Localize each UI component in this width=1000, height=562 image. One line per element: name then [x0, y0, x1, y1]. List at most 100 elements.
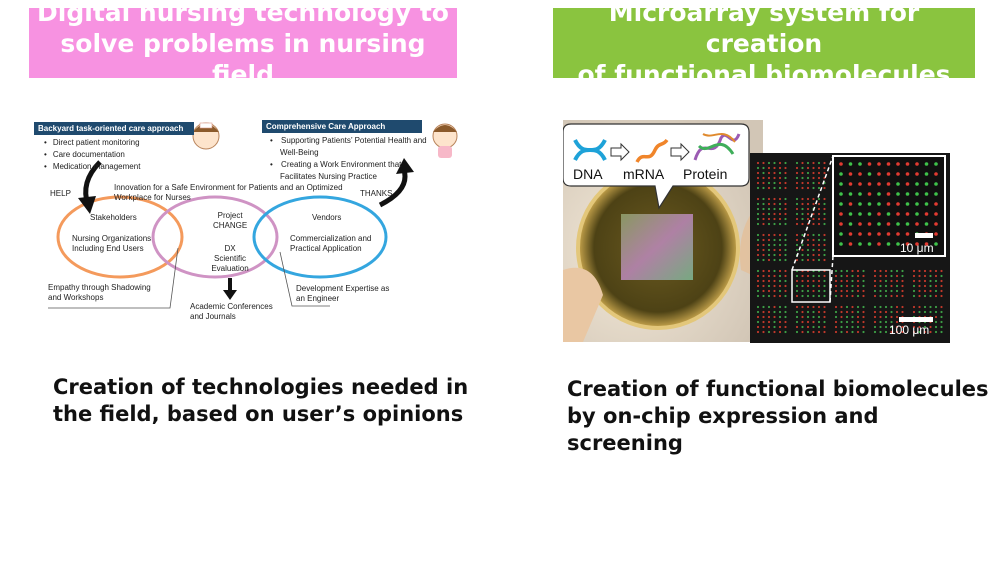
array-spot [756, 202, 760, 206]
array-spot [823, 171, 826, 175]
array-spot [929, 294, 932, 298]
array-spot [890, 310, 893, 314]
array-spot [901, 279, 904, 283]
array-spot [784, 279, 787, 283]
selection-box [791, 269, 831, 303]
array-spot [773, 202, 776, 206]
array-spot [817, 181, 821, 185]
vendors-label: Vendors [312, 213, 342, 222]
array-spot [873, 310, 877, 314]
array-spot [762, 238, 765, 242]
array-spot [762, 269, 765, 273]
array-spot [912, 294, 916, 298]
array-spot [778, 320, 782, 324]
array-spot [784, 305, 787, 309]
array-spot [817, 243, 821, 247]
array-spot [817, 166, 821, 170]
array-spot [801, 233, 804, 237]
development-line-1: Development Expertise as [296, 284, 390, 293]
array-spot [918, 269, 921, 273]
array-spot [756, 176, 760, 180]
array-spot [934, 284, 938, 288]
array-spot [812, 181, 815, 185]
zoom-spot [905, 182, 910, 186]
array-spot [762, 197, 765, 201]
array-spot [801, 315, 804, 319]
array-spot [851, 310, 854, 314]
array-spot [929, 274, 932, 278]
array-spot [934, 279, 938, 283]
array-spot [806, 217, 810, 221]
array-spot [901, 269, 904, 273]
array-spot [823, 186, 826, 190]
zoom-spot [924, 222, 929, 226]
array-spot [845, 310, 849, 314]
zoom-spot [867, 232, 872, 236]
array-spot [784, 161, 787, 165]
project-line-2: CHANGE [213, 221, 248, 230]
zoom-spot [839, 232, 843, 236]
array-spot [784, 294, 787, 298]
array-spot [762, 166, 765, 170]
array-spot [806, 274, 810, 278]
array-spot [918, 279, 921, 283]
array-spot [801, 320, 804, 324]
array-spot [778, 315, 782, 319]
array-spot [901, 274, 904, 278]
array-spot [845, 284, 849, 288]
zoom-spot [905, 242, 910, 246]
array-spot [762, 289, 765, 293]
array-spot [862, 310, 865, 314]
array-spot [823, 274, 826, 278]
array-spot [879, 315, 882, 319]
array-spot [845, 294, 849, 298]
array-spot [801, 222, 804, 226]
array-spot [845, 269, 849, 273]
array-spot [795, 202, 799, 206]
scale-bar-small [915, 233, 933, 238]
zoom-spot [867, 182, 872, 186]
array-spot [812, 315, 815, 319]
array-spot [934, 310, 938, 314]
array-spot [817, 325, 821, 329]
zoom-spot [915, 242, 919, 246]
array-spot [879, 330, 882, 334]
array-spot [806, 161, 810, 165]
array-spot [851, 294, 854, 298]
array-spot [756, 233, 760, 237]
zoom-spot [924, 162, 929, 166]
array-spot [862, 284, 865, 288]
array-spot [884, 294, 888, 298]
array-spot [812, 248, 815, 252]
array-spot [912, 330, 916, 334]
array-spot [918, 310, 921, 314]
array-spot [895, 269, 899, 273]
array-spot [801, 186, 804, 190]
array-spot [767, 284, 771, 288]
array-spot [934, 315, 938, 319]
array-spot [767, 202, 771, 206]
nursing-orgs-line-1: Nursing Organizations [72, 234, 152, 243]
array-spot [862, 269, 865, 273]
array-spot [795, 166, 799, 170]
zoom-spot [934, 162, 938, 166]
array-spot [890, 274, 893, 278]
backyard-item: Direct patient monitoring [44, 137, 140, 149]
array-spot [823, 330, 826, 334]
array-spot [767, 315, 771, 319]
array-spot [862, 289, 865, 293]
array-spot [923, 279, 927, 283]
array-spot [773, 212, 776, 216]
array-spot [823, 258, 826, 262]
array-spot [778, 186, 782, 190]
array-spot [767, 217, 771, 221]
speech-bubble [563, 123, 750, 210]
array-spot [806, 284, 810, 288]
array-spot [801, 305, 804, 309]
project-change-text: Project CHANGE [213, 211, 247, 231]
array-spot [778, 171, 782, 175]
array-spot [923, 325, 927, 329]
array-spot [856, 289, 860, 293]
array-spot [923, 310, 927, 314]
array-spot [934, 294, 938, 298]
